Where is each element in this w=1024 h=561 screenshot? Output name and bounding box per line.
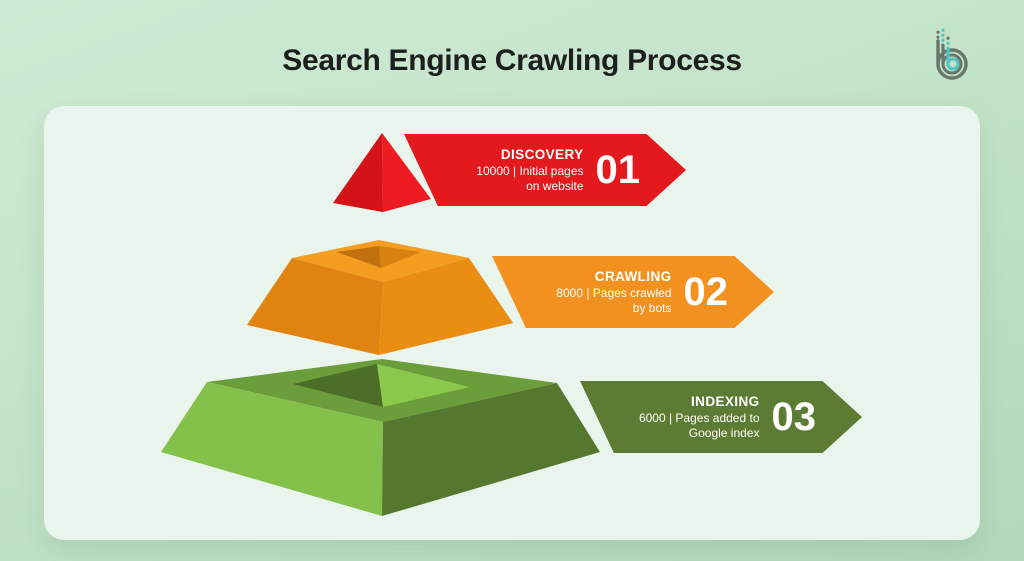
banner-crawling-wrap-line: by bots <box>632 301 672 316</box>
banner-crawling-number: 02 <box>683 270 729 314</box>
banner-indexing-number: 03 <box>771 395 817 439</box>
logo-outer-ring <box>936 39 968 80</box>
brand-b-logo <box>936 28 968 80</box>
banner-discovery-number: 01 <box>595 148 641 192</box>
banner-discovery: DISCOVERY 10000 | Initial pages on websi… <box>404 134 686 206</box>
banner-indexing: INDEXING 6000 | Pages added to Google in… <box>580 381 862 453</box>
banner-indexing-wrap-line: Google index <box>688 426 760 441</box>
banner-discovery-wrap-line: on website <box>526 179 584 194</box>
banner-crawling-value-line: 8000 | Pages crawled <box>556 285 672 300</box>
banner-crawling-label: CRAWLING <box>594 268 672 284</box>
banner-discovery-text: DISCOVERY 10000 | Initial pages on websi… <box>476 146 583 195</box>
banner-discovery-label: DISCOVERY <box>500 146 584 162</box>
banner-indexing-label: INDEXING <box>691 393 760 409</box>
logo-dots-teal <box>941 28 950 45</box>
logo-dots-gray <box>936 30 950 40</box>
logo-inner-b <box>946 46 960 71</box>
banner-discovery-value-line: 10000 | Initial pages <box>476 163 584 178</box>
banner-indexing-text: INDEXING 6000 | Pages added to Google in… <box>639 393 760 442</box>
banner-crawling-text: CRAWLING 8000 | Pages crawled by bots <box>556 268 671 317</box>
banner-indexing-value-line: 6000 | Pages added to <box>638 410 760 425</box>
banner-crawling: CRAWLING 8000 | Pages crawled by bots 02 <box>492 256 774 328</box>
page-title: Search Engine Crawling Process <box>282 44 742 77</box>
